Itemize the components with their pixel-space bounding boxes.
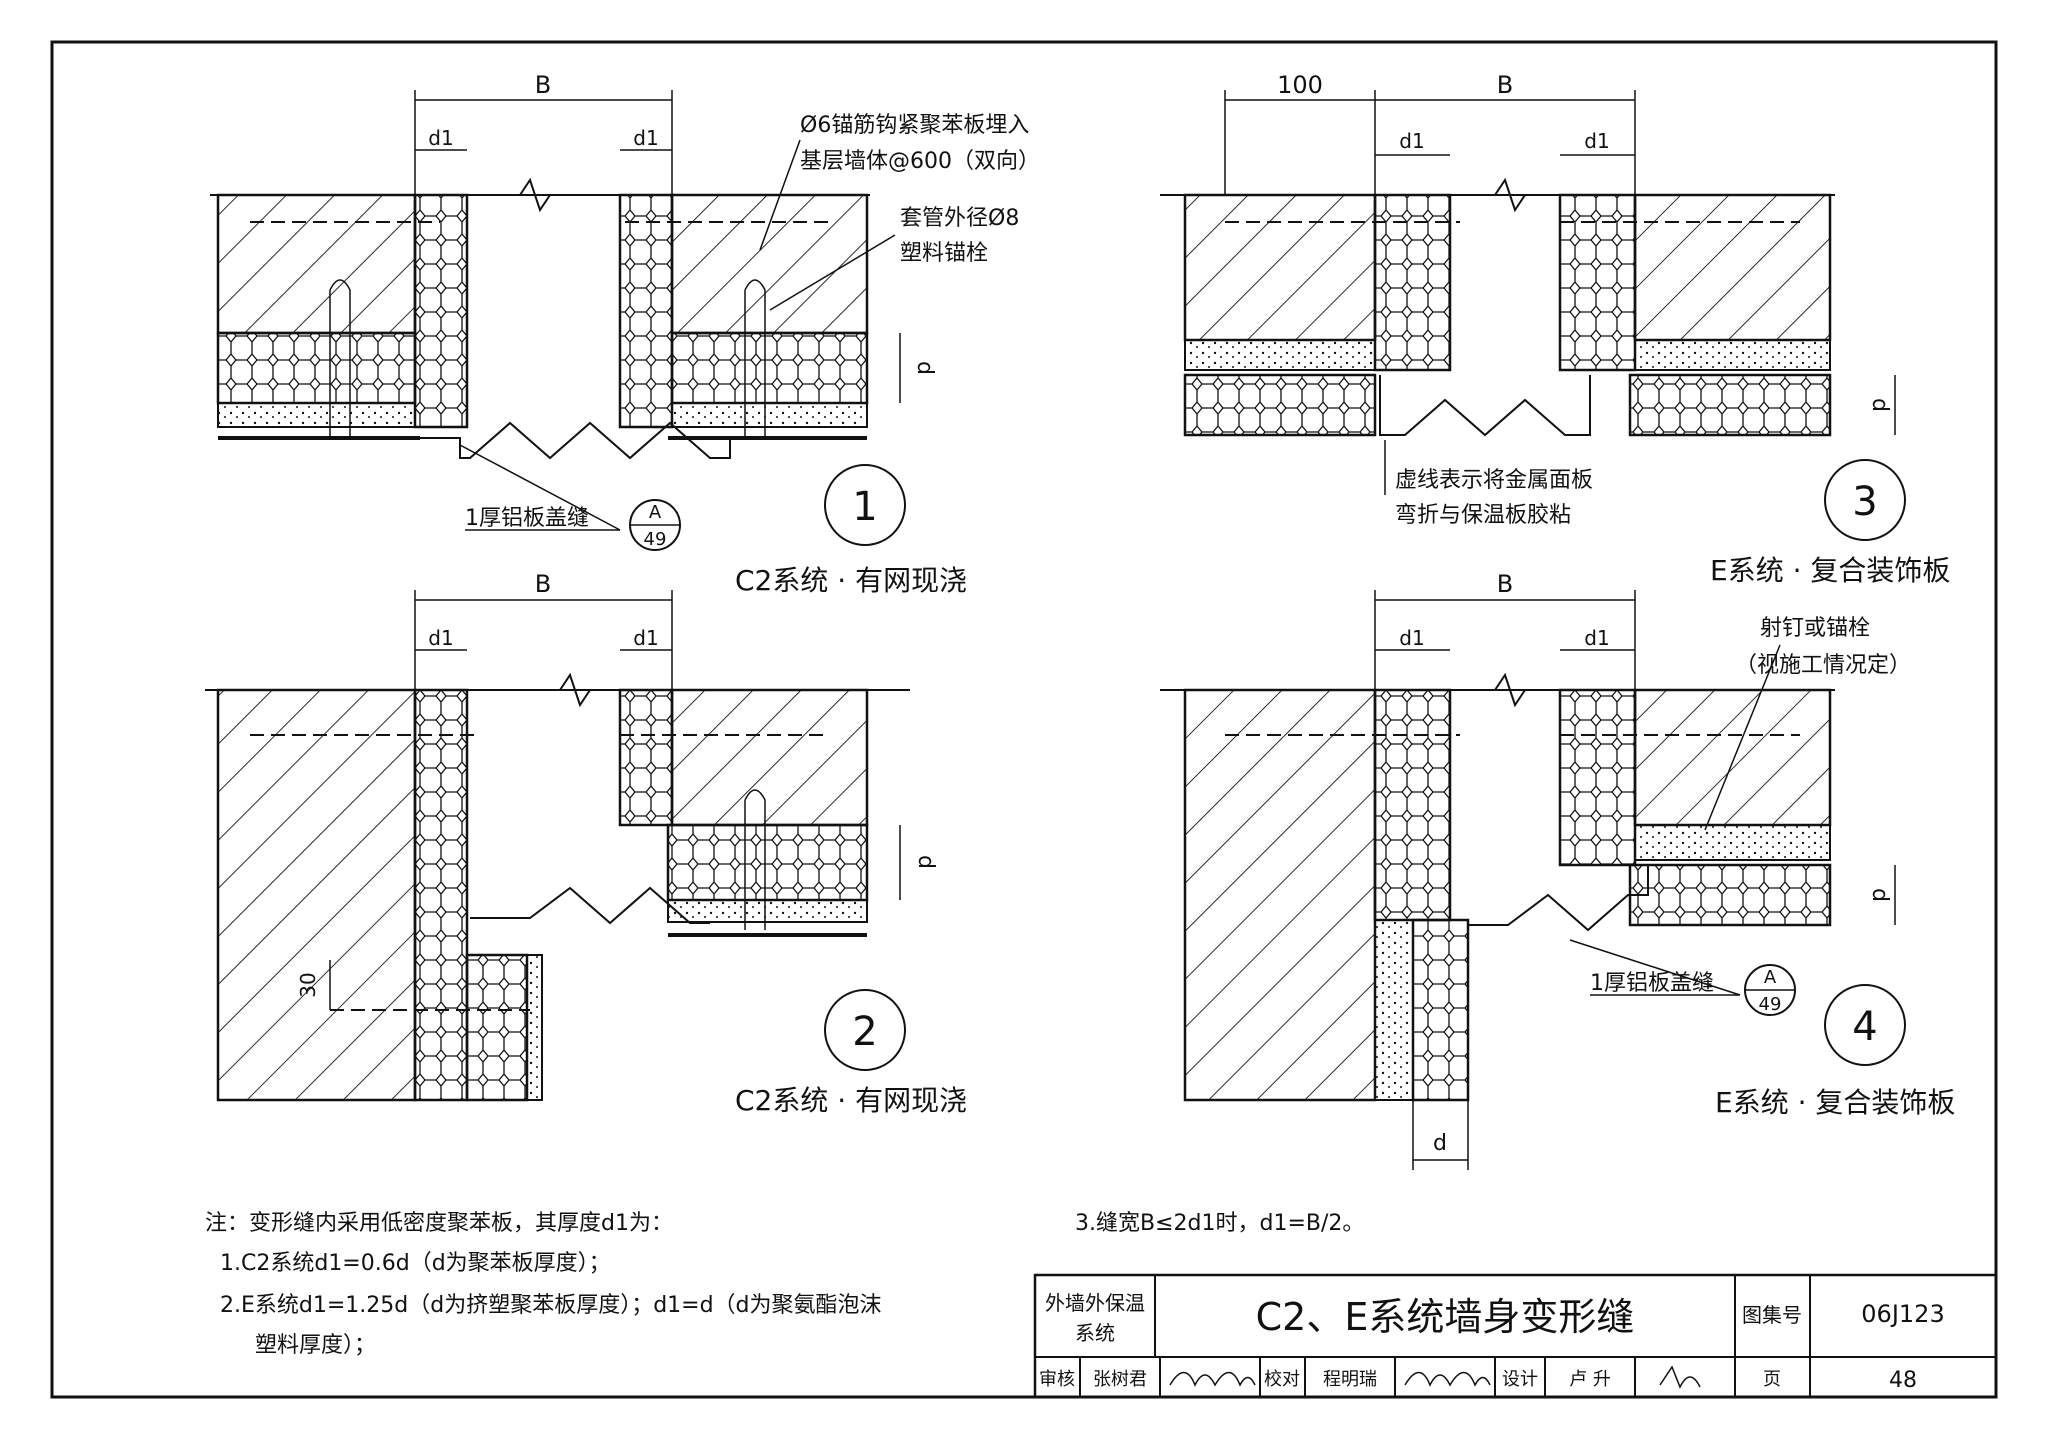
detail1-callout-anchor-2: 基层墙体@600（双向） bbox=[800, 149, 1040, 174]
design-label: 设计 bbox=[1502, 1369, 1538, 1390]
detail-2: B d1 d1 d 30 2 C2系统 · 有网现浇 bbox=[205, 570, 967, 1117]
detail3-dim-100: 100 bbox=[1277, 71, 1323, 99]
detail3-dim-d1-left: d1 bbox=[1399, 129, 1424, 153]
detail1-left-insulation bbox=[216, 331, 417, 405]
detail3-left-board bbox=[1373, 193, 1452, 372]
detail1-number: 1 bbox=[852, 484, 877, 530]
detail2-dim-d1-right: d1 bbox=[633, 626, 658, 650]
detail3-callout-dashed-2: 弯折与保温板胶粘 bbox=[1395, 503, 1571, 528]
detail4-number: 4 bbox=[1852, 1004, 1877, 1050]
detail-4: B d1 d1 d d 射钉或锚栓 （视施工情况定） 1厚铝板盖缝 A 49 4… bbox=[1160, 570, 1955, 1170]
note-line-4: 塑料厚度）； bbox=[255, 1333, 376, 1358]
sheet-frame bbox=[50, 40, 1998, 1399]
detail2-dim-b: B bbox=[535, 570, 551, 598]
page-number: 48 bbox=[1889, 1368, 1917, 1393]
detail3-cover-plate bbox=[1379, 375, 1591, 437]
detail2-dim-d1-left: d1 bbox=[428, 626, 453, 650]
designer-signature bbox=[1659, 1365, 1701, 1389]
detail2-cover-plate bbox=[470, 886, 710, 925]
reviewer-name: 张树君 bbox=[1093, 1369, 1147, 1390]
detail1-right-board bbox=[618, 193, 674, 429]
detail2-dim-d: d bbox=[913, 855, 938, 869]
detail4-dim-b: B bbox=[1497, 570, 1513, 598]
detail4-left-board bbox=[1373, 688, 1452, 922]
title-block: 外墙外保温 系统 C2、E系统墙身变形缝 图集号 06J123 审核 张树君 校… bbox=[1033, 1273, 1998, 1399]
detail3-caption: E系统 · 复合装饰板 bbox=[1710, 554, 1950, 587]
checker-signature bbox=[1404, 1371, 1491, 1387]
detail4-callout-cover: 1厚铝板盖缝 bbox=[1590, 971, 1714, 996]
designer-name: 卢 升 bbox=[1569, 1369, 1611, 1390]
detail1-callout-sleeve-1: 套管外径Ø8 bbox=[900, 206, 1019, 231]
checker-name: 程明瑞 bbox=[1323, 1369, 1377, 1390]
detail4-dim-d1-right: d1 bbox=[1584, 626, 1609, 650]
detail-1: B d1 d1 d Ø6锚筋钩紧聚苯板埋入 基层墙体@600（双向） 套管外径Ø… bbox=[210, 71, 1040, 597]
page-label: 页 bbox=[1763, 1369, 1781, 1390]
detail1-dim-d1-right: d1 bbox=[633, 126, 658, 150]
note-line-2: 1.C2系统d1=0.6d（d为聚苯板厚度）； bbox=[220, 1251, 611, 1276]
atlas-label: 图集号 bbox=[1742, 1303, 1802, 1327]
detail1-callout-sleeve-2: 塑料锚栓 bbox=[900, 241, 988, 266]
note-line-3: 2.E系统d1=1.25d（d为挤塑聚苯板厚度）；d1=d（d为聚氨酯泡沫 bbox=[220, 1293, 882, 1318]
note-line-5: 3.缝宽B≤2d1时，d1=B/2。 bbox=[1075, 1211, 1364, 1236]
detail3-dim-b: B bbox=[1497, 71, 1513, 99]
detail4-callout-nail-1: 射钉或锚栓 bbox=[1760, 616, 1870, 641]
title-category-2: 系统 bbox=[1075, 1321, 1115, 1345]
notes: 注：变形缝内采用低密度聚苯板，其厚度d1为： 1.C2系统d1=0.6d（d为聚… bbox=[205, 1211, 1364, 1358]
detail4-left-wall bbox=[1183, 688, 1377, 1102]
detail4-cover-plate bbox=[1468, 865, 1649, 932]
reviewer-signature bbox=[1169, 1371, 1256, 1387]
detail3-callout-dashed-1: 虚线表示将金属面板 bbox=[1395, 468, 1593, 493]
detail1-cover-plate bbox=[420, 421, 745, 460]
detail1-dim-d1-left: d1 bbox=[428, 126, 453, 150]
detail1-left-wall bbox=[216, 193, 417, 335]
detail4-right-board bbox=[1558, 688, 1637, 867]
detail2-left-board bbox=[413, 688, 469, 1102]
note-line-1: 注：变形缝内采用低密度聚苯板，其厚度d1为： bbox=[205, 1211, 673, 1236]
detail3-number: 3 bbox=[1852, 479, 1877, 525]
detail1-ref-letter: A bbox=[649, 502, 662, 523]
detail3-dim-d1-right: d1 bbox=[1584, 129, 1609, 153]
detail4-dim-d: d bbox=[1867, 888, 1892, 902]
detail4-dim-d-bottom: d bbox=[1433, 1131, 1447, 1156]
review-label: 审核 bbox=[1039, 1369, 1075, 1390]
detail3-dim-d: d bbox=[1867, 398, 1892, 412]
detail4-dim-d1-left: d1 bbox=[1399, 626, 1424, 650]
detail3-right-wall bbox=[1633, 193, 1832, 342]
detail2-left-wall bbox=[216, 688, 417, 1102]
detail2-caption: C2系统 · 有网现浇 bbox=[735, 1084, 967, 1117]
atlas-number: 06J123 bbox=[1861, 1300, 1944, 1328]
detail2-right-board bbox=[618, 688, 674, 827]
detail1-caption: C2系统 · 有网现浇 bbox=[735, 564, 967, 597]
detail1-dim-d: d bbox=[912, 361, 937, 375]
detail3-left-wall bbox=[1183, 193, 1377, 342]
detail4-caption: E系统 · 复合装饰板 bbox=[1715, 1086, 1955, 1119]
detail1-ref-page: 49 bbox=[644, 529, 667, 550]
check-label: 校对 bbox=[1264, 1369, 1300, 1390]
detail2-right-wall bbox=[670, 688, 869, 827]
detail2-dim-30: 30 bbox=[296, 972, 320, 997]
detail1-right-wall bbox=[670, 193, 869, 335]
detail1-callout-cover: 1厚铝板盖缝 bbox=[465, 506, 589, 531]
detail2-number: 2 bbox=[852, 1009, 877, 1055]
detail1-dim-b: B bbox=[535, 71, 551, 99]
detail4-ref-letter: A bbox=[1764, 967, 1777, 988]
detail-3: 100 B d1 d1 d 虚线表示将金属面板 弯折与保温板胶粘 3 E系统 ·… bbox=[1160, 71, 1950, 587]
title-category-1: 外墙外保温 bbox=[1045, 1291, 1145, 1315]
detail1-callout-anchor-1: Ø6锚筋钩紧聚苯板埋入 bbox=[800, 113, 1029, 138]
detail4-right-wall bbox=[1633, 688, 1832, 827]
detail4-callout-nail-2: （视施工情况定） bbox=[1735, 653, 1911, 678]
detail1-left-mortar bbox=[217, 402, 416, 428]
drawing-title: C2、E系统墙身变形缝 bbox=[1256, 1295, 1635, 1339]
detail4-ref-page: 49 bbox=[1759, 994, 1782, 1015]
detail3-right-board bbox=[1558, 193, 1637, 372]
